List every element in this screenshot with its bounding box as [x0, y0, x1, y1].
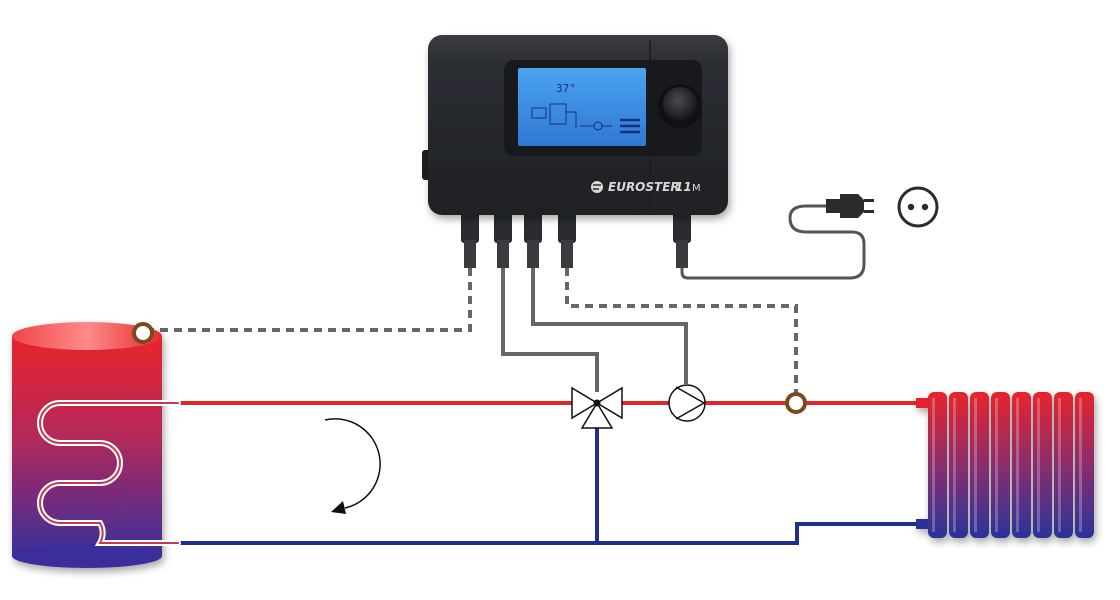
controller: 37° EUROSTER 11 M	[422, 35, 728, 268]
power-plug	[826, 194, 874, 218]
radiator-fin-highlight	[995, 398, 998, 532]
lcd-system-icons	[531, 103, 640, 134]
brand-name: EUROSTER	[608, 180, 680, 194]
valve-cable	[501, 268, 599, 392]
radiator-fin	[1054, 392, 1073, 538]
model-suffix: M	[692, 183, 701, 194]
control-knob	[663, 87, 697, 121]
lcd-temperature: 37°	[556, 82, 576, 95]
radiator-fin	[991, 392, 1010, 538]
tank-heating-coil	[37, 400, 181, 546]
radiator-fin-highlight	[1079, 398, 1082, 532]
radiator-fin	[949, 392, 968, 538]
radiator-fin-highlight	[1058, 398, 1061, 532]
power-cable	[680, 204, 866, 280]
model-number: 11	[675, 180, 692, 194]
radiator-fin	[1033, 392, 1052, 538]
tank-temperature-sensor	[132, 322, 154, 344]
radiator-fin-highlight	[1037, 398, 1040, 532]
radiator-fin	[928, 392, 947, 538]
brand-logo	[591, 181, 603, 193]
cold-return-pipe	[162, 418, 918, 545]
radiator-fin	[1075, 392, 1094, 538]
wall-socket	[897, 186, 939, 228]
radiator-fin	[1012, 392, 1031, 538]
sensor-cable-tank	[150, 268, 472, 332]
radiator-fin	[970, 392, 989, 538]
three-way-valve	[571, 386, 623, 429]
flow-direction-arrow	[324, 418, 381, 514]
sensor-cable-supply	[565, 268, 798, 393]
radiator-fin-highlight	[932, 398, 935, 532]
radiator-fin-highlight	[974, 398, 977, 532]
radiator	[916, 392, 1094, 538]
lcd-screen	[518, 68, 646, 146]
radiator-fin-highlight	[953, 398, 956, 532]
pump-cable	[531, 268, 688, 384]
radiator-fin-highlight	[1016, 398, 1019, 532]
circulation-pump	[668, 384, 706, 422]
supply-temperature-sensor	[785, 392, 807, 414]
